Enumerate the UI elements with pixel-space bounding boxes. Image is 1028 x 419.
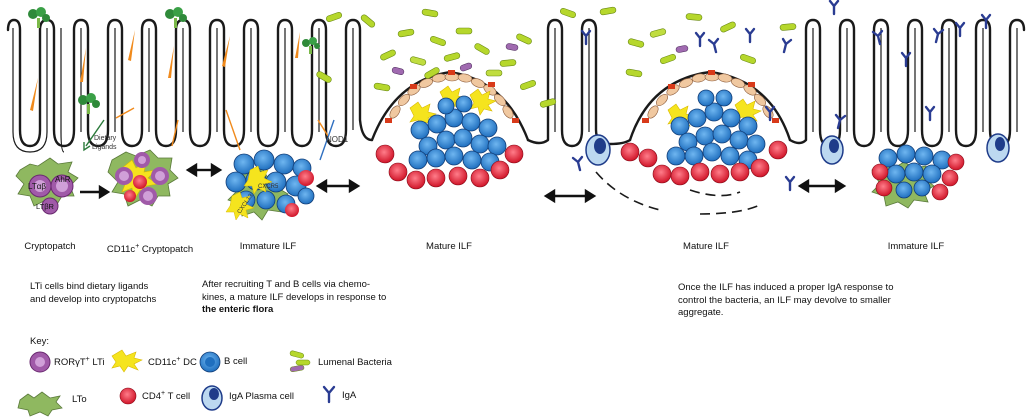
ltbr-label: LTβR [36, 202, 55, 211]
stage-mature-ilf-2: Mature ILF [683, 241, 729, 252]
stage-cryptopatch: Cryptopatch [24, 241, 76, 252]
carrot-icon [222, 36, 230, 67]
description-lti: LTi cells bind dietary ligands and devel… [30, 281, 157, 305]
stage-immature-ilf-2: Immature ILF [887, 241, 945, 252]
intestinal-epithelium [6, 18, 1026, 148]
immature-ilf-1: CXCR5 CXCL13 [225, 149, 315, 221]
broccoli-icon [78, 93, 100, 114]
stage-mature-ilf: Mature ILF [426, 241, 472, 252]
broccoli-icon [165, 7, 187, 28]
description-iga: Once the ILF has induced a proper IgA re… [678, 282, 894, 318]
key-dc-icon [111, 349, 143, 373]
key-glyphs [17, 349, 336, 417]
dispersing-boundary [595, 171, 761, 215]
villi-left [6, 18, 374, 148]
key-bcell-label: B cell [224, 356, 248, 367]
key-plasma-label: IgA Plasma cell [229, 391, 294, 402]
key-tcell-label: CD4+ T cell [142, 390, 191, 403]
ahr-label: AhR [55, 175, 71, 184]
villi-middle [526, 18, 632, 148]
signal-arrows [83, 107, 335, 161]
cryptopatch-stage: LTαβ AhR LTβR [15, 157, 79, 215]
key-lto-icon [17, 391, 63, 417]
stage-cd11c-cryptopatch: CD11c+ Cryptopatch [106, 243, 194, 256]
nod1-label: NOD1 [326, 135, 349, 144]
b-cell-cluster [666, 89, 766, 170]
key-lti-label: RORγT+ LTi [54, 356, 105, 369]
t-cell-ring [375, 144, 524, 190]
description-recruitment: After recruiting T and B cells via chemo… [202, 279, 387, 315]
m-cell-layer [647, 72, 774, 119]
key-bacteria-label: Lumenal Bacteria [318, 357, 392, 368]
key-iga-icon [322, 385, 336, 404]
immature-ilf-2 [820, 133, 1010, 209]
key-iga-label: IgA [342, 390, 357, 401]
carrot-icon [168, 46, 174, 78]
cxcr5-label: CXCR5 [258, 184, 279, 190]
mature-ilf-2 [585, 70, 788, 215]
iga-antibodies [571, 0, 992, 192]
carrot-icon [80, 48, 86, 82]
key-tcell-icon [119, 387, 137, 405]
cd11c-cryptopatch-stage [107, 149, 179, 207]
broccoli-icon [28, 7, 50, 28]
carrot-icon [128, 30, 135, 61]
key-dc-label: CD11c+ DC [148, 356, 197, 369]
carrot-icon [30, 78, 38, 111]
dietary-ligands-label-2: Ligands [92, 144, 117, 151]
key-lto-label: LTo [72, 394, 87, 405]
stage-transition-arrows [80, 162, 847, 204]
broccoli-icon [302, 37, 320, 54]
lumenal-bacteria [316, 6, 797, 108]
dietary-ligands-label: Dietary [94, 135, 117, 142]
purple-bacteria [391, 43, 689, 76]
carrot-icon [295, 32, 300, 58]
stage-immature-ilf: Immature ILF [239, 241, 297, 252]
dietary-food-items [28, 7, 320, 114]
villi-right [788, 18, 1026, 148]
key-bacteria-icon [289, 350, 311, 373]
villi-inner-contour [12, 28, 1018, 153]
key-title: Key: [30, 336, 50, 347]
ltab-label: LTαβ [28, 182, 46, 191]
mature-ilf-1 [375, 70, 524, 190]
t-cell-ring [620, 140, 788, 186]
